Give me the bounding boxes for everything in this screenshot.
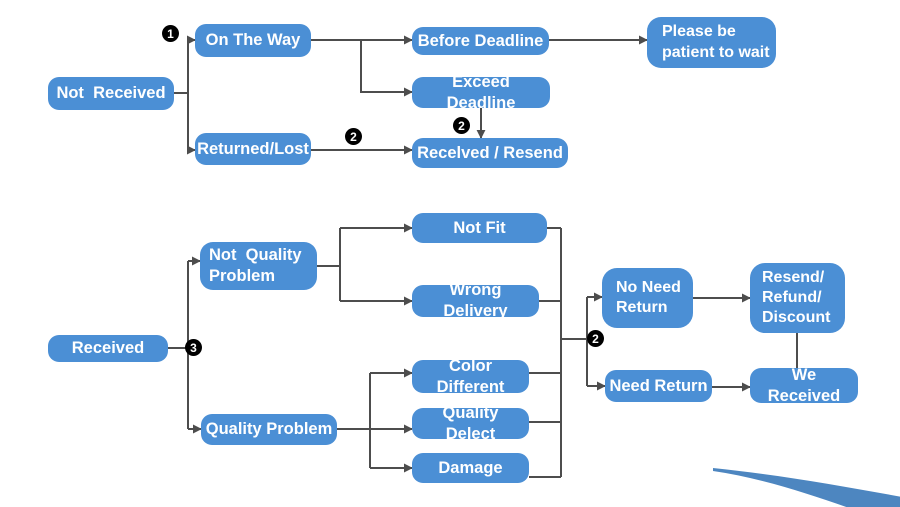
node-need-return: Need Return	[605, 370, 712, 402]
node-exceed-deadline: Exceed Deadline	[412, 73, 550, 112]
node-not-received: Not Received	[48, 77, 174, 110]
step-marker-1: 1	[162, 25, 179, 42]
node-not-quality-problem: Not Quality Problem	[200, 242, 317, 290]
node-received: Received	[48, 335, 168, 362]
node-quality-delect: Quality Delect	[412, 404, 529, 443]
step-marker-2-exceed: 2	[453, 117, 470, 134]
swoosh-decoration	[713, 468, 900, 507]
node-before-deadline: Before Deadline	[412, 27, 549, 55]
node-damage: Damage	[412, 453, 529, 483]
connector-to-exceeddeadline	[360, 40, 413, 97]
node-quality-problem: Quality Problem	[201, 414, 337, 445]
node-on-the-way: On The Way	[195, 24, 311, 57]
node-no-need-return: No Need Return	[602, 268, 693, 328]
node-not-fit: Not Fit	[412, 213, 547, 243]
node-resend-refund-discount: Resend/ Refund/ Discount	[750, 263, 845, 333]
node-wrong-delivery: Wrong Delivery	[412, 281, 539, 320]
node-please-wait: Please be patient to wait	[647, 17, 776, 68]
step-marker-2-return: 2	[587, 330, 604, 347]
step-marker-2-returned: 2	[345, 128, 362, 145]
node-received-resend: Recelved / Resend	[412, 138, 568, 168]
node-we-received: We Received	[750, 366, 858, 405]
step-marker-3: 3	[185, 339, 202, 356]
node-color-different: Color Different	[412, 357, 529, 396]
node-returned-lost: Returned/Lost	[195, 133, 311, 165]
